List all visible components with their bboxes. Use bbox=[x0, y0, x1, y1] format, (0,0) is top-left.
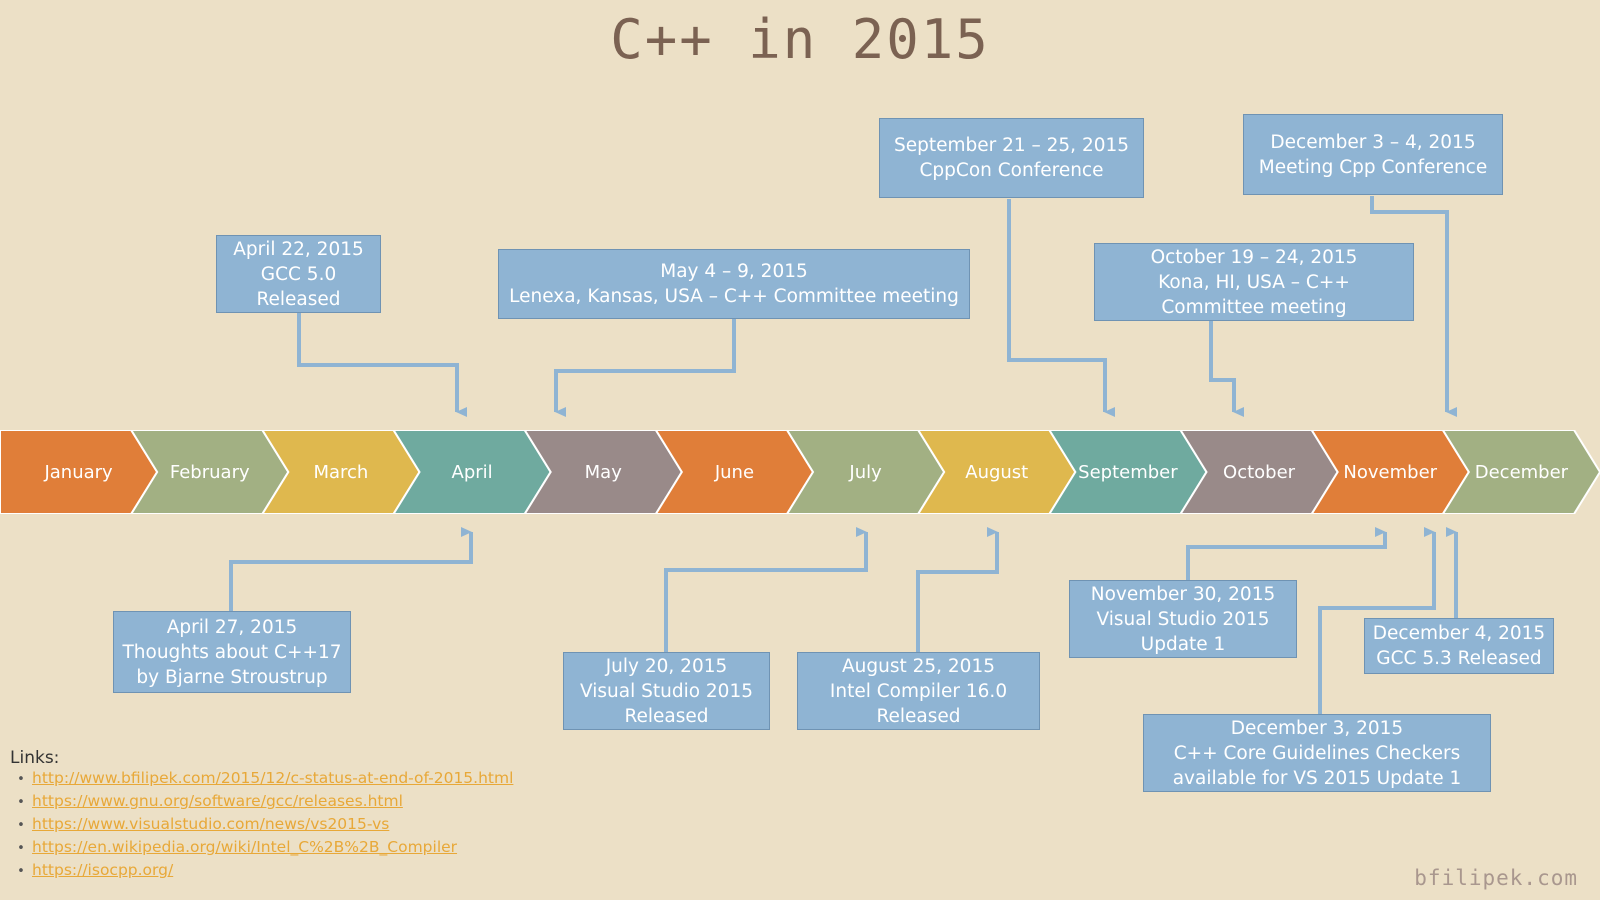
timeline-month-september[interactable] bbox=[1048, 430, 1208, 514]
callout-line: August 25, 2015 bbox=[841, 655, 995, 677]
connector-intel-compiler bbox=[916, 527, 999, 652]
link-item: • https://www.visualstudio.com/news/vs201… bbox=[10, 815, 513, 840]
callout-line: Intel Compiler 16.0 bbox=[829, 680, 1008, 702]
callout-gcc-50[interactable]: April 22, 2015 GCC 5.0 Released bbox=[216, 235, 381, 313]
connector-vs2015-update1 bbox=[1186, 527, 1387, 580]
timeline-month-label: December bbox=[1475, 462, 1569, 483]
timeline-month-june[interactable] bbox=[654, 430, 815, 514]
callout-line: Released bbox=[256, 288, 341, 310]
callout-vs2015-released[interactable]: July 20, 2015 Visual Studio 2015 Release… bbox=[563, 652, 770, 730]
callout-line: GCC 5.0 bbox=[260, 263, 337, 285]
timeline-month-label: February bbox=[170, 462, 250, 483]
callout-line: Update 1 bbox=[1140, 633, 1226, 655]
bullet-icon: • bbox=[17, 841, 25, 856]
timeline-month-label: June bbox=[714, 462, 754, 483]
timeline-month-label: September bbox=[1078, 462, 1178, 483]
timeline-svg: January February March April May June July Augu… bbox=[0, 430, 1600, 514]
links-list: • http://www.bfilipek.com/2015/12/c-statu… bbox=[10, 769, 514, 886]
links-section: Links: • http://www.bfilipek.com/2015/12/… bbox=[10, 750, 513, 886]
callout-line: Released bbox=[876, 705, 961, 727]
timeline-month-may[interactable] bbox=[523, 430, 684, 514]
connector-cpp17-thoughts bbox=[229, 527, 473, 611]
callout-line: GCC 5.3 Released bbox=[1376, 648, 1542, 669]
callout-line: December 4, 2015 bbox=[1372, 623, 1546, 644]
reference-link[interactable]: https://www.gnu.org/software/gcc/release… bbox=[32, 792, 403, 810]
callout-line: November 30, 2015 bbox=[1090, 583, 1276, 605]
watermark: bfilipek.com bbox=[1414, 866, 1578, 890]
callout-meeting-cpp[interactable]: December 3 – 4, 2015 Meeting Cpp Confere… bbox=[1243, 114, 1503, 195]
timeline-month-label: August bbox=[965, 462, 1028, 483]
connector-vs2015-released bbox=[664, 527, 868, 652]
timeline-month-label: July bbox=[848, 462, 882, 483]
callout-line: Visual Studio 2015 bbox=[580, 680, 753, 702]
link-item: • http://www.bfilipek.com/2015/12/c-statu… bbox=[10, 769, 514, 794]
callout-line: Committee meeting bbox=[1161, 296, 1347, 318]
callout-line: Lenexa, Kansas, USA – C++ Committee meet… bbox=[509, 286, 959, 307]
callout-line: July 20, 2015 bbox=[605, 655, 728, 677]
connector-kona bbox=[1209, 321, 1244, 417]
timeline-month-april[interactable] bbox=[392, 430, 552, 514]
callout-vs2015-update1[interactable]: November 30, 2015 Visual Studio 2015 Upd… bbox=[1069, 580, 1297, 658]
callout-gcc-53[interactable]: December 4, 2015 GCC 5.3 Released bbox=[1364, 618, 1554, 674]
callout-lenexa[interactable]: May 4 – 9, 2015 Lenexa, Kansas, USA – C+… bbox=[498, 249, 970, 319]
callout-kona[interactable]: October 19 – 24, 2015 Kona, HI, USA – C+… bbox=[1094, 243, 1414, 321]
bullet-icon: • bbox=[17, 864, 25, 879]
connector-gcc-50 bbox=[297, 313, 467, 417]
link-item: • https://www.gnu.org/software/gcc/releas… bbox=[10, 792, 513, 817]
reference-link[interactable]: https://isocpp.org/ bbox=[32, 861, 174, 879]
page-title: C++ in 2015 bbox=[610, 8, 990, 71]
callout-line: December 3, 2015 bbox=[1230, 717, 1404, 739]
timeline-month-august[interactable] bbox=[916, 430, 1077, 514]
callout-line: December 3 – 4, 2015 bbox=[1270, 131, 1476, 153]
reference-link[interactable]: http://www.bfilipek.com/2015/12/c-status… bbox=[32, 769, 514, 787]
callout-line: CppCon Conference bbox=[919, 160, 1104, 181]
callout-line: Visual Studio 2015 bbox=[1096, 608, 1270, 630]
timeline-month-label: November bbox=[1343, 462, 1437, 483]
reference-link[interactable]: https://www.visualstudio.com/news/vs2015… bbox=[32, 815, 390, 833]
timeline-bar: January February March April May June July Augu… bbox=[0, 430, 1600, 514]
timeline-month-label: April bbox=[452, 462, 493, 483]
callout-line: available for VS 2015 Update 1 bbox=[1172, 767, 1462, 789]
callout-intel-compiler[interactable]: August 25, 2015 Intel Compiler 16.0 Rele… bbox=[797, 652, 1040, 730]
links-title: Links: bbox=[10, 748, 60, 768]
callout-line: by Bjarne Stroustrup bbox=[136, 666, 328, 688]
timeline-month-november[interactable] bbox=[1310, 430, 1471, 514]
timeline-month-february[interactable] bbox=[129, 430, 290, 514]
callout-line: October 19 – 24, 2015 bbox=[1150, 246, 1358, 268]
timeline-month-december[interactable] bbox=[1441, 430, 1600, 514]
callout-line: C++ Core Guidelines Checkers bbox=[1173, 742, 1461, 764]
timeline-month-march[interactable] bbox=[261, 430, 421, 514]
callout-line: Kona, HI, USA – C++ bbox=[1158, 271, 1350, 293]
connector-cppcon bbox=[1007, 199, 1115, 417]
timeline-month-label: October bbox=[1223, 462, 1296, 483]
timeline-month-october[interactable] bbox=[1179, 430, 1339, 514]
link-item: • https://isocpp.org/ bbox=[10, 861, 513, 886]
callout-line: September 21 – 25, 2015 bbox=[893, 135, 1130, 156]
callout-line: April 22, 2015 bbox=[233, 238, 364, 260]
callout-line: April 27, 2015 bbox=[166, 616, 298, 638]
callout-line: Released bbox=[624, 705, 709, 727]
connector-lenexa bbox=[554, 319, 736, 417]
reference-link[interactable]: https://en.wikipedia.org/wiki/Intel_C%2B… bbox=[32, 838, 458, 856]
timeline-month-label: January bbox=[43, 462, 113, 483]
callout-cpp17-thoughts[interactable]: April 27, 2015 Thoughts about C++17 by B… bbox=[113, 611, 351, 693]
callout-line: Thoughts about C++17 bbox=[122, 641, 342, 663]
callout-line: May 4 – 9, 2015 bbox=[660, 261, 808, 282]
bullet-icon: • bbox=[17, 818, 25, 833]
callout-line: Meeting Cpp Conference bbox=[1258, 156, 1488, 178]
timeline-month-july[interactable] bbox=[785, 430, 946, 514]
link-item: • https://en.wikipedia.org/wiki/Intel_C%2… bbox=[10, 838, 513, 863]
callout-core-guidelines[interactable]: December 3, 2015 C++ Core Guidelines Che… bbox=[1143, 714, 1491, 792]
bullet-icon: • bbox=[17, 795, 25, 810]
callout-cppcon[interactable]: September 21 – 25, 2015 CppCon Conferenc… bbox=[879, 118, 1144, 198]
timeline-month-label: March bbox=[313, 462, 368, 483]
timeline-month-label: May bbox=[585, 462, 623, 483]
bullet-icon: • bbox=[17, 772, 25, 787]
